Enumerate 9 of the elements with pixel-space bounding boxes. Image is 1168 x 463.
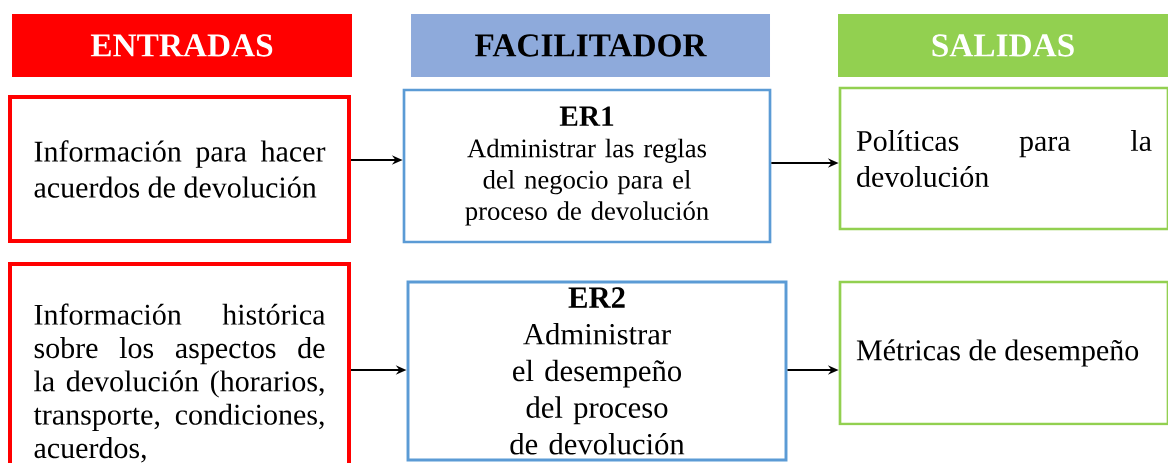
column-header: SALIDAS: [838, 14, 1168, 77]
input-box: Información para hacer acuerdos de devolución: [8, 95, 351, 243]
process-box: ER1 Administrar las reglas del negocio para el proceso de devolución: [402, 88, 772, 244]
output-box: Políticas para la devolución: [838, 86, 1168, 231]
process-box: ER2 Administrar el desempeño del proceso de devolución: [406, 280, 788, 462]
column-header: ENTRADAS: [12, 14, 352, 77]
column-header: FACILITADOR: [411, 14, 770, 77]
output-box: Métricas de desempeño: [838, 280, 1168, 426]
input-box: Información histórica sobre los aspectos de la devolución (horarios, transporte, condiciones, acuerdos,: [8, 262, 351, 463]
